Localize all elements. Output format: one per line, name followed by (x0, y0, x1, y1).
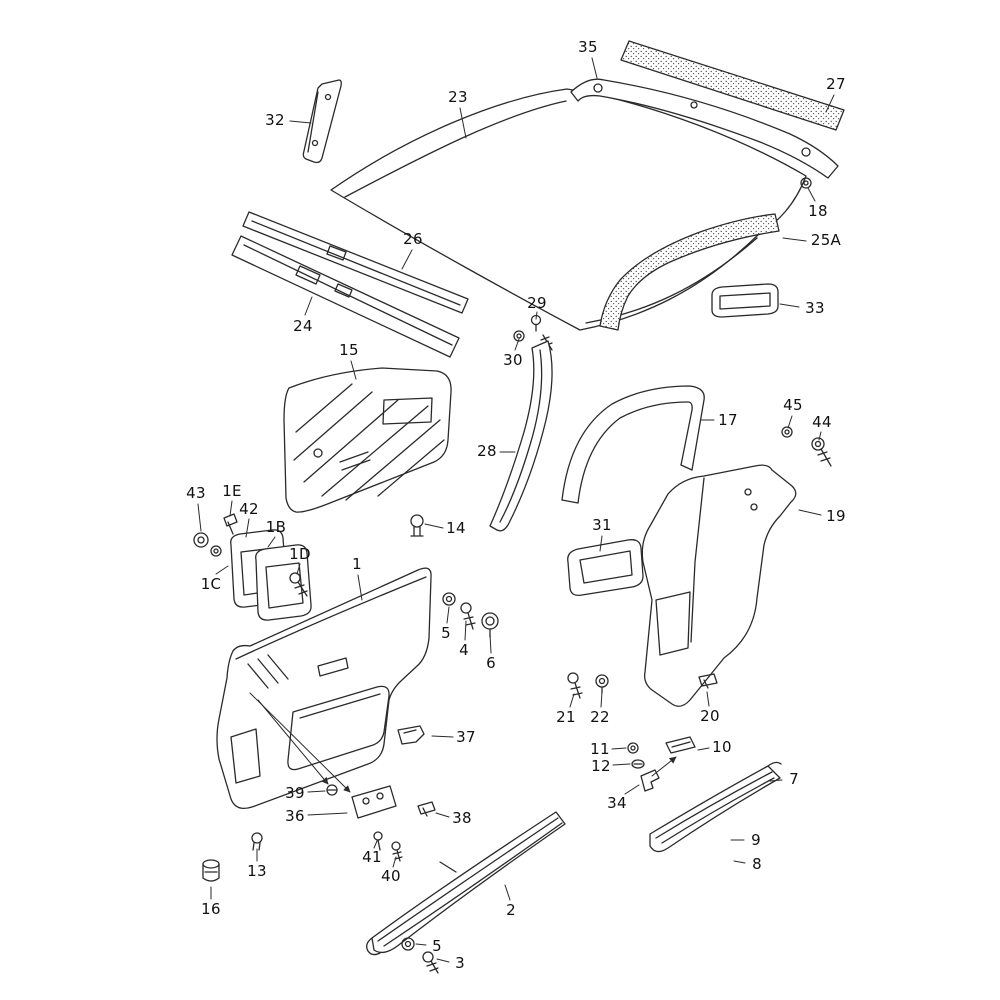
part-clip-38 (417, 801, 436, 817)
part-strip-24 (231, 235, 460, 358)
part-clip-13 (251, 832, 263, 851)
part-washer-5-upper (442, 592, 456, 606)
part-strip-26 (242, 211, 469, 314)
part-door-panel (216, 567, 432, 810)
part-plate-36 (351, 785, 397, 819)
part-washer-45 (781, 426, 793, 438)
part-screw-21 (567, 672, 583, 699)
part-screw-3 (422, 951, 439, 974)
part-speaker-ring-1B (255, 544, 312, 621)
part-a-pillar-trim (302, 79, 342, 164)
part-clip-39 (326, 784, 338, 796)
part-rear-rail-25A (599, 213, 780, 331)
part-clip-14 (410, 514, 424, 537)
part-door-glass (283, 367, 452, 513)
part-clip-18 (800, 177, 812, 189)
part-knob-6 (481, 612, 499, 638)
part-screw-44 (811, 437, 832, 467)
part-bracket-34 (640, 756, 677, 792)
part-plate-10 (665, 736, 696, 754)
part-screw-41 (373, 831, 383, 851)
leader-lines (197, 57, 835, 963)
part-cover-33 (711, 283, 779, 318)
part-washer-42 (210, 545, 222, 557)
part-clip-20 (698, 673, 718, 689)
part-door-sill-2 (366, 811, 566, 956)
part-washer-5-lower (401, 937, 415, 951)
part-screw-1D (289, 572, 308, 597)
part-clip-30 (513, 330, 553, 351)
part-b-pillar-trim (489, 340, 553, 532)
part-clip-1E (223, 513, 238, 535)
part-nut-11 (627, 742, 639, 754)
part-pocket-31 (567, 539, 644, 596)
part-grommet-43 (193, 532, 209, 548)
part-header-frame (570, 78, 839, 179)
part-sill-trim-7 (649, 761, 782, 853)
part-quarter-trim-19 (641, 464, 797, 707)
part-clip-12 (631, 759, 645, 769)
part-screw-4 (460, 602, 476, 630)
part-grommet-16 (202, 859, 220, 882)
part-grommet-22 (595, 674, 609, 694)
part-screw-40 (391, 841, 403, 862)
part-strip-27 (620, 40, 845, 131)
part-bracket-37 (397, 725, 425, 745)
part-window-seal-17 (561, 385, 705, 504)
